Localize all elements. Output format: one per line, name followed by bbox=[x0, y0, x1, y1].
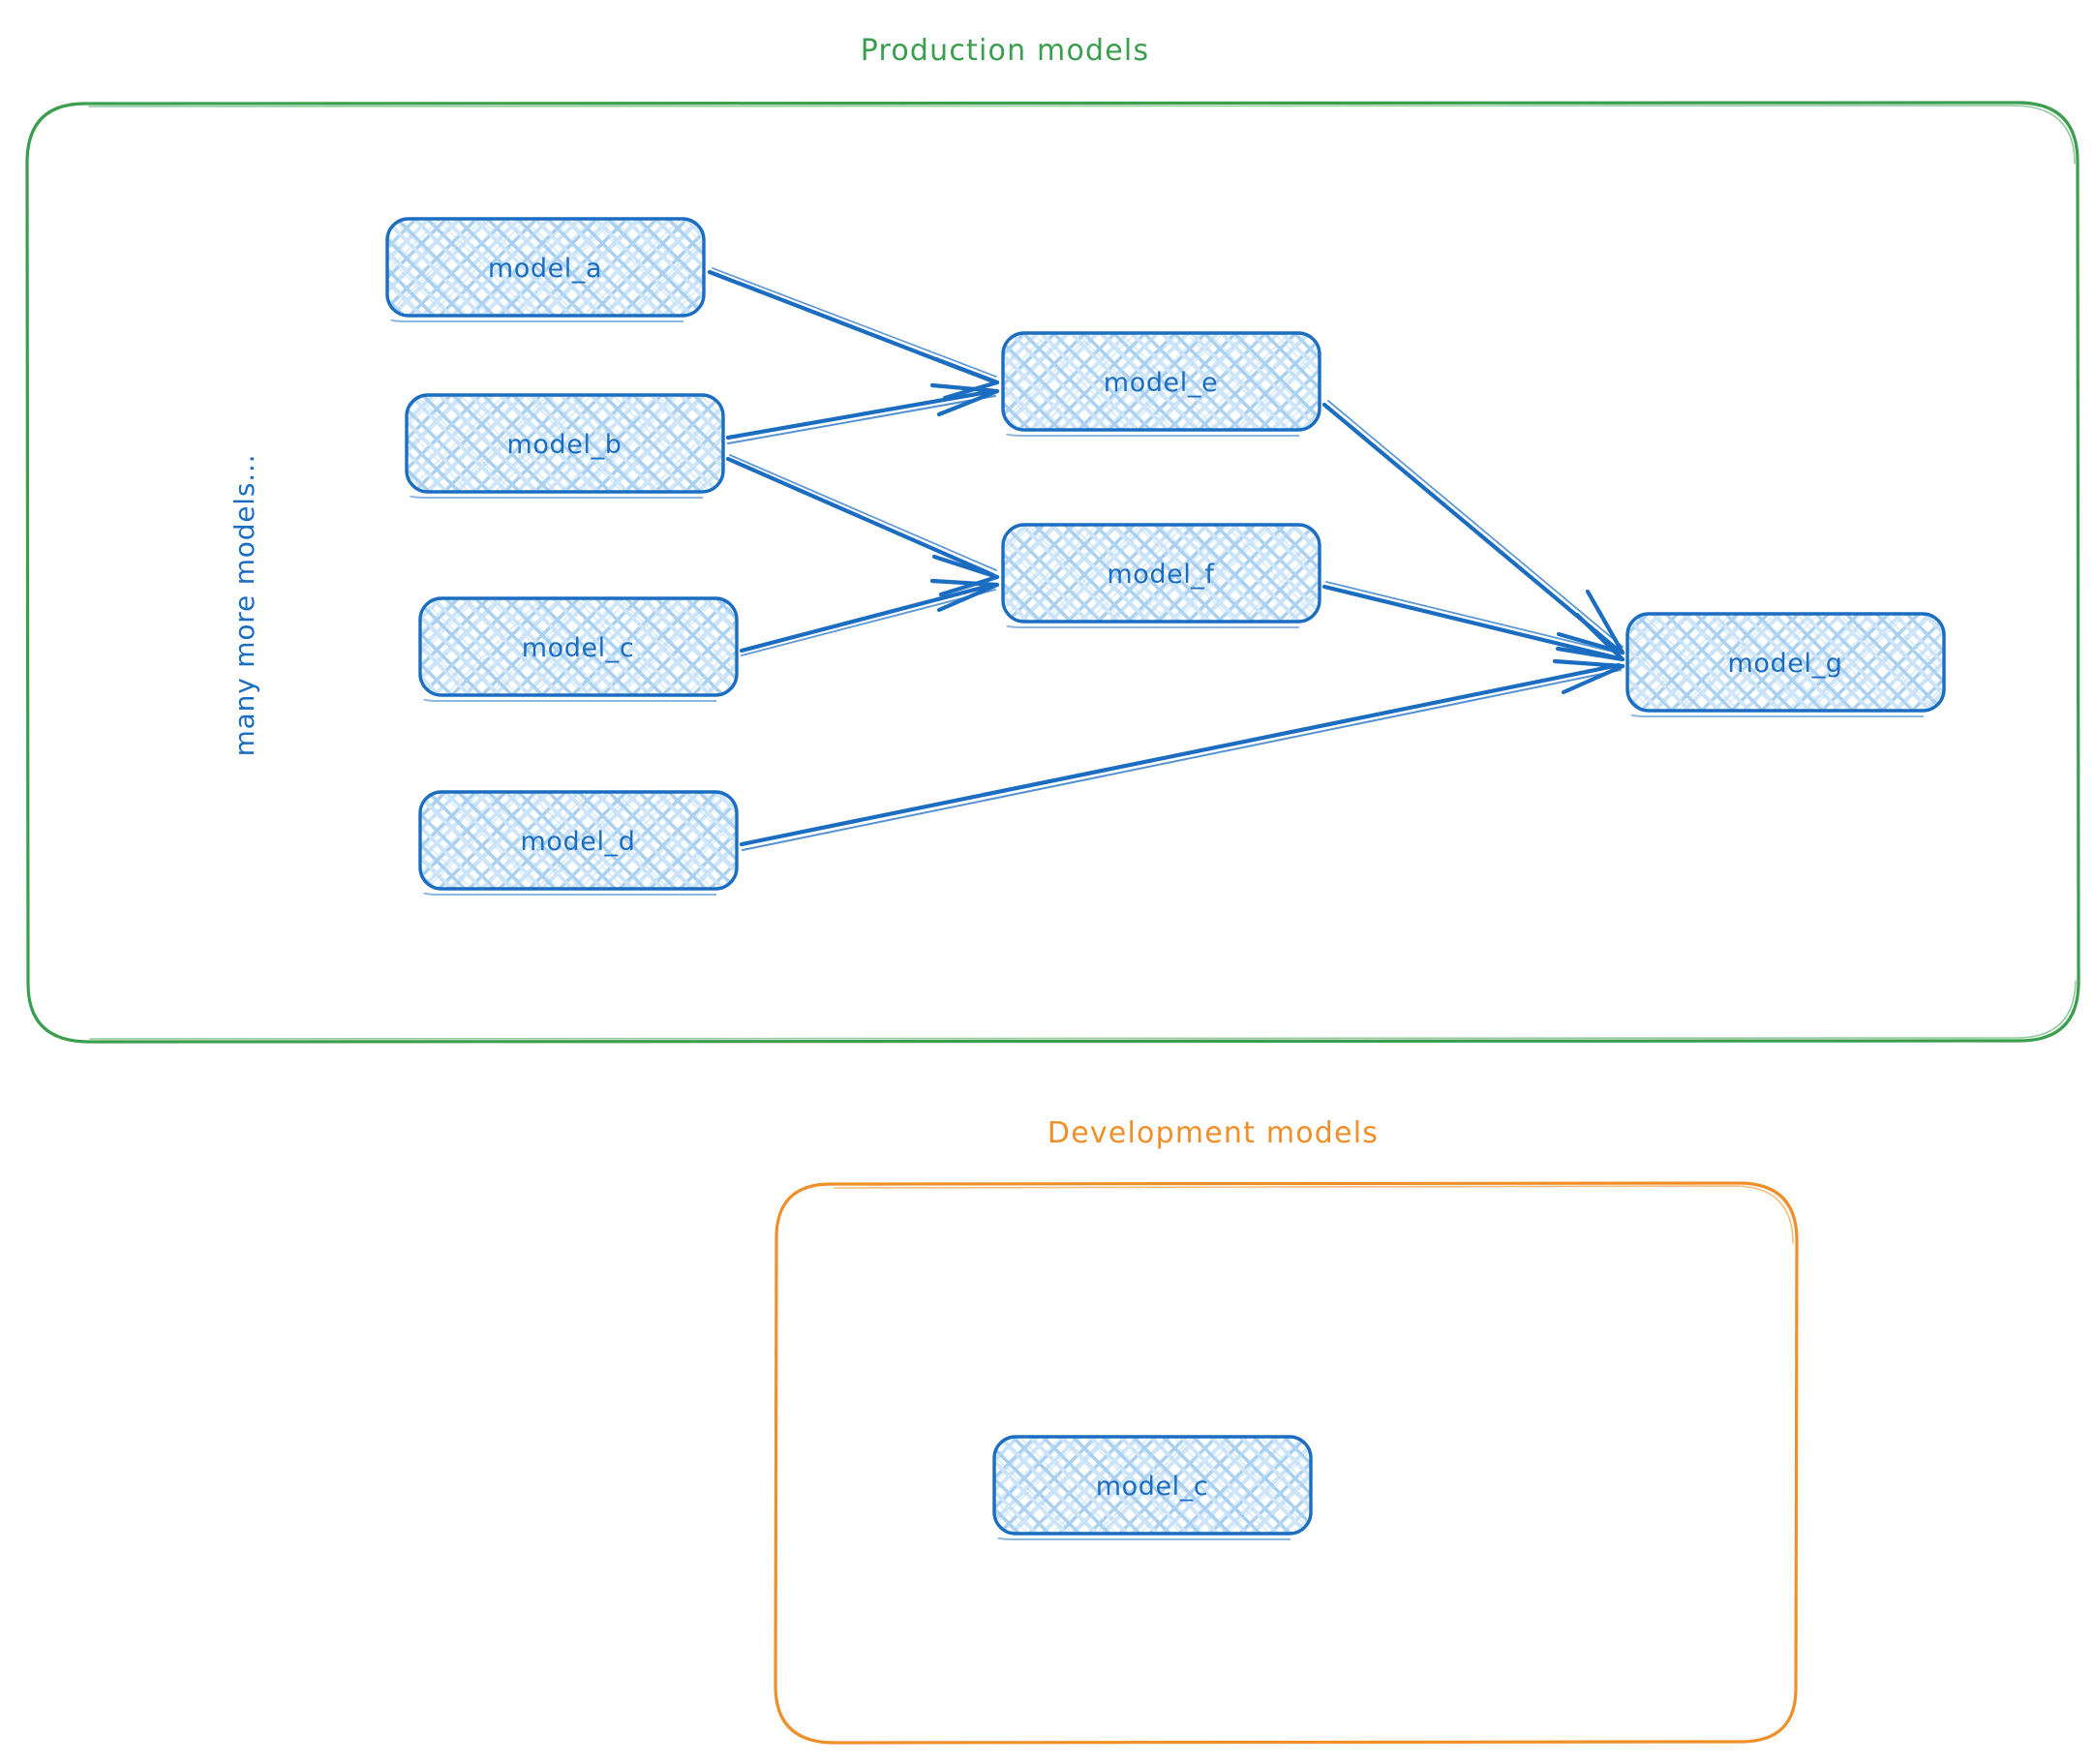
production-border-sketch-2 bbox=[89, 980, 2077, 1040]
node-model_c_dev[interactable] bbox=[992, 1435, 1313, 1540]
node-model_d[interactable] bbox=[418, 790, 739, 896]
edges-layer bbox=[707, 267, 1625, 851]
group-container-development bbox=[774, 1181, 1799, 1745]
node-label-model_g: model_g bbox=[1728, 649, 1843, 679]
node-model_f[interactable] bbox=[1001, 523, 1321, 628]
production-border bbox=[25, 101, 2080, 1044]
development-border bbox=[774, 1181, 1799, 1745]
node-label-model_e: model_e bbox=[1104, 368, 1218, 398]
edge-c-to-f bbox=[739, 578, 1000, 656]
edge-d-to-g bbox=[739, 658, 1625, 851]
node-label-model_c: model_c bbox=[522, 633, 635, 663]
node-model_a[interactable] bbox=[385, 217, 706, 322]
node-model_b[interactable] bbox=[405, 393, 725, 499]
production-group-label: Production models bbox=[861, 34, 1150, 68]
group-container-production bbox=[25, 101, 2080, 1044]
development-group-label: Development models bbox=[1048, 1116, 1379, 1150]
node-model_e[interactable] bbox=[1001, 331, 1321, 437]
node-model_g[interactable] bbox=[1625, 612, 1946, 717]
edge-a-to-e bbox=[707, 267, 1000, 401]
labels-layer: Production models Development models man… bbox=[228, 34, 1842, 1502]
nodes-layer bbox=[385, 217, 1946, 1540]
production-border-sketch bbox=[88, 105, 2076, 165]
node-label-model_d: model_d bbox=[521, 827, 636, 857]
node-label-model_a: model_a bbox=[488, 254, 602, 284]
edge-b-to-f bbox=[725, 454, 1000, 597]
node-label-model_c_dev: model_c bbox=[1096, 1472, 1209, 1502]
edge-b-to-e bbox=[725, 382, 1000, 444]
node-model_c[interactable] bbox=[418, 596, 739, 702]
edge-f-to-g bbox=[1321, 581, 1625, 662]
many-more-models-label: many more models... bbox=[228, 454, 260, 757]
node-label-model_b: model_b bbox=[507, 430, 622, 460]
node-label-model_f: model_f bbox=[1107, 560, 1215, 590]
development-border-sketch bbox=[834, 1185, 1794, 1244]
